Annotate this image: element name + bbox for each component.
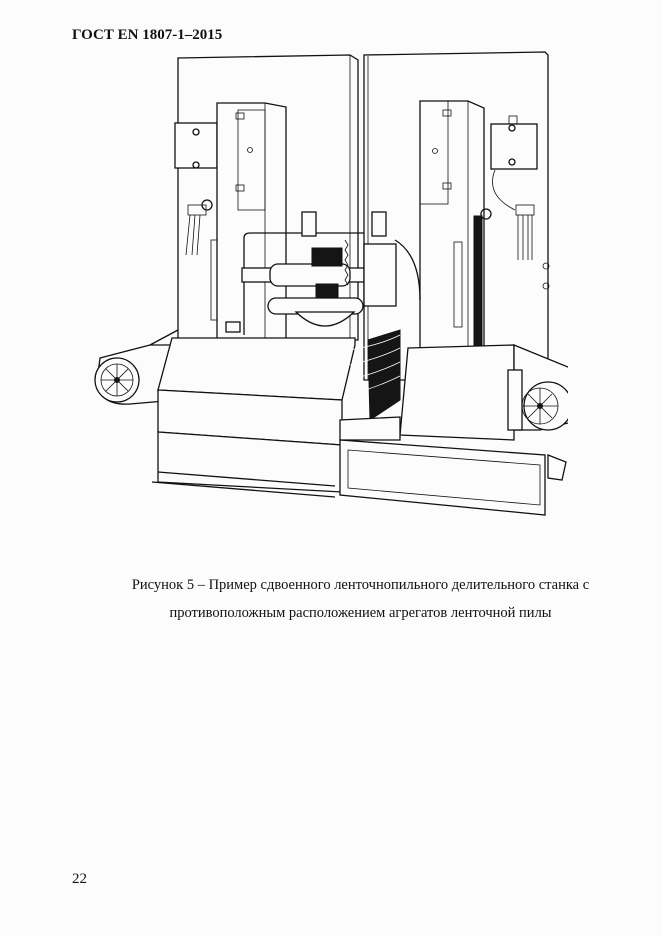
bandsaw-machine-illustration [94,51,587,516]
document-header: ГОСТ EN 1807-1–2015 [72,27,223,43]
figure-caption-line-1: Рисунок 5 – Пример сдвоенного ленточнопи… [131,577,590,593]
page-number: 22 [72,871,87,887]
figure-caption-line-2: противоположным расположением агрегатов … [169,605,552,621]
figure-twin-bandsaw-drawing [88,50,587,530]
